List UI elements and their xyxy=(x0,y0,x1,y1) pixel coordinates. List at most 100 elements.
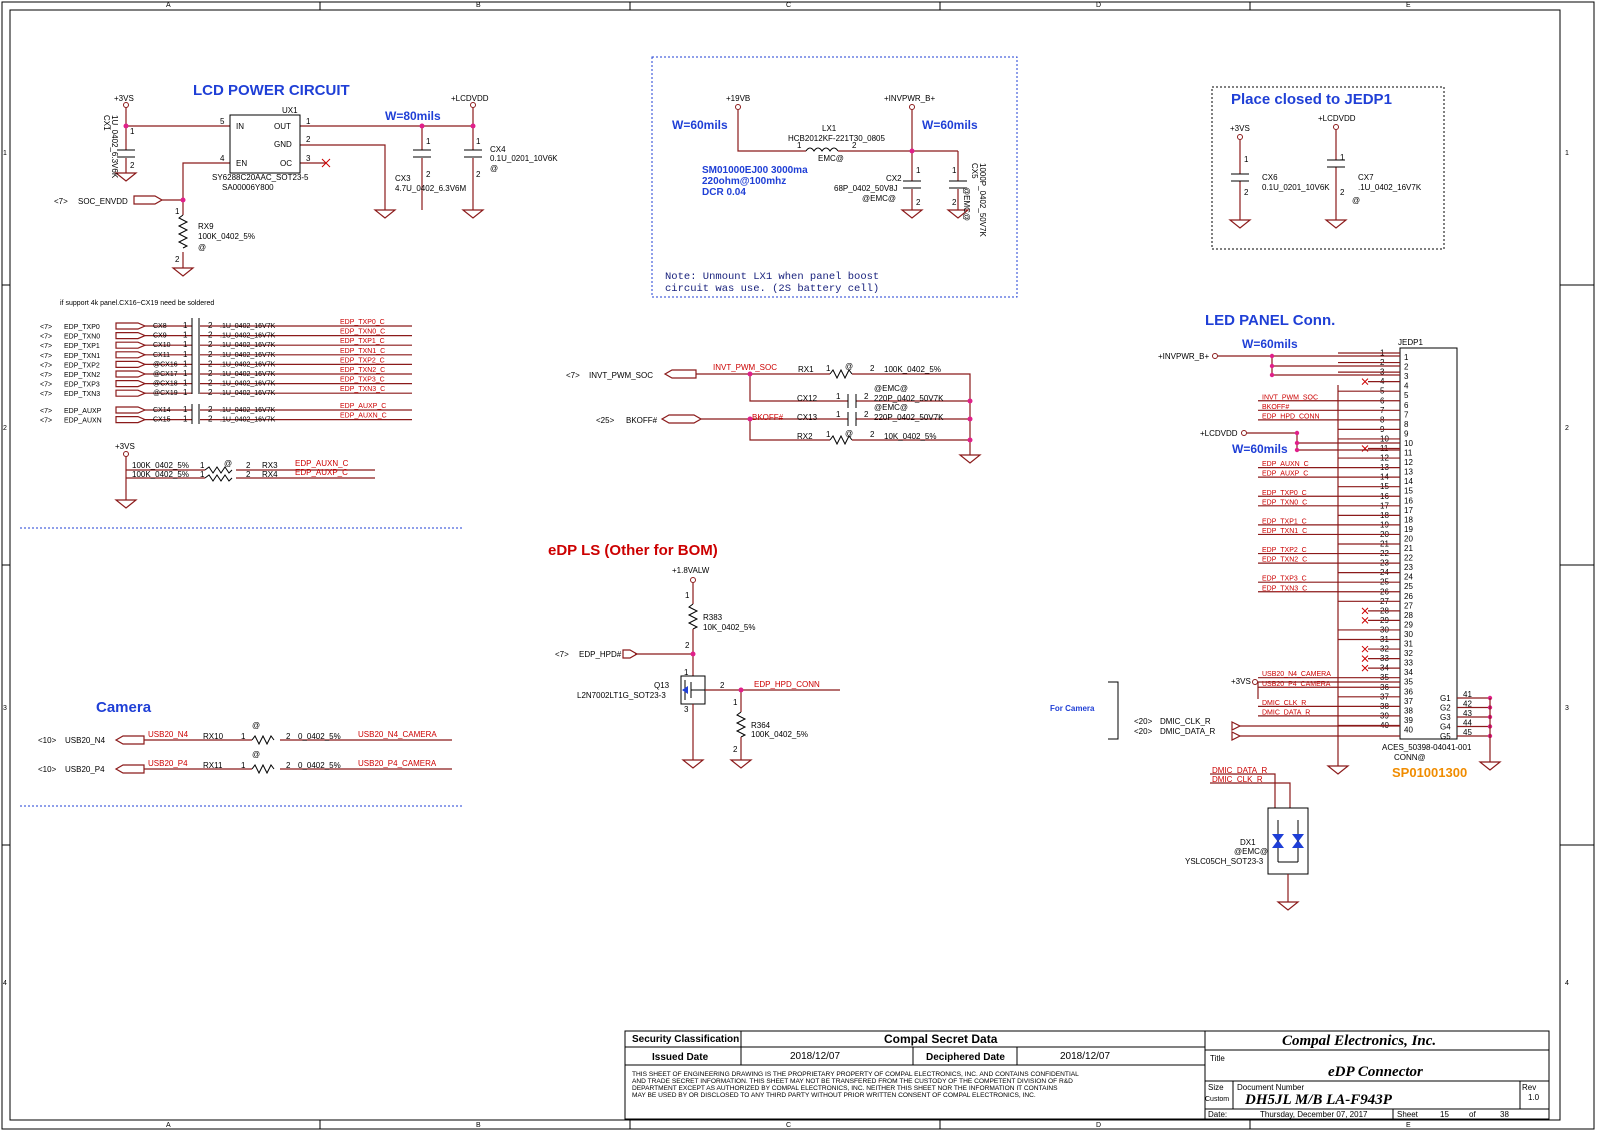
svg-text:1: 1 xyxy=(797,141,802,150)
cx2-ref: CX2 xyxy=(886,174,902,183)
svg-text:1: 1 xyxy=(183,415,188,424)
tb-title-label: Title xyxy=(1210,1054,1225,1063)
tb-issued-label: Issued Date xyxy=(652,1052,709,1063)
rx3-value: 100K_0402_5% xyxy=(132,461,189,470)
camera-row-red-net: USB20_P4 xyxy=(148,759,188,768)
cx12-ref: CX12 xyxy=(797,394,818,403)
svg-text:1: 1 xyxy=(836,410,841,419)
svg-text:1: 1 xyxy=(733,698,738,707)
svg-text:2: 2 xyxy=(246,461,251,470)
svg-text:22: 22 xyxy=(1404,554,1413,563)
lx1-spec-3: DCR 0.04 xyxy=(702,187,746,198)
camera-row-resistor: RX10 xyxy=(203,732,224,741)
pwm-net: INVT_PWM_SOC xyxy=(589,371,653,380)
lcd-power-circuit: LCD POWER CIRCUIT +3VS +LCDVDD W=80mils xyxy=(54,82,558,277)
cx2-opt: @EMC@ xyxy=(862,194,896,203)
svg-text:37: 37 xyxy=(1404,697,1413,706)
edp-cap-row-ref: <7> xyxy=(40,362,52,369)
svg-text:1: 1 xyxy=(200,461,205,470)
invpwr-label: +INVPWR_B+ xyxy=(884,94,935,103)
svg-text:6: 6 xyxy=(1404,401,1409,410)
rx3-opt: @ xyxy=(224,459,232,468)
svg-text:10: 10 xyxy=(1404,439,1413,448)
inductor-w-right: W=60mils xyxy=(922,118,978,132)
tb-size-label: Size xyxy=(1208,1083,1224,1092)
tb-rev-label: Rev xyxy=(1522,1083,1536,1092)
edp-cap-value: .1U_0402_16V7K xyxy=(220,417,276,424)
edp-cap-row-ref: <7> xyxy=(40,334,52,341)
svg-text:2: 2 xyxy=(1404,363,1409,372)
hpd-ref: <7> xyxy=(555,650,569,659)
svg-text:3: 3 xyxy=(1404,372,1409,381)
svg-text:1: 1 xyxy=(183,405,188,414)
row-label-2: 2 xyxy=(3,425,7,432)
camera-row-net: USB20_P4 xyxy=(65,765,105,774)
svg-text:27: 27 xyxy=(1404,601,1413,610)
ux1-part: SY6288C20AAC_SOT23-5 xyxy=(212,173,309,182)
r364-value: 100K_0402_5% xyxy=(751,730,808,739)
row-label-2-right: 2 xyxy=(1565,425,1569,432)
camera-row-out-net: USB20_N4_CAMERA xyxy=(358,730,437,739)
edp-cap-row-net: EDP_TXP2 xyxy=(64,362,100,369)
edp-cap-value: .1U_0402_16V7K xyxy=(220,381,276,388)
lx1-value: HCB2012KF-221T30_0805 xyxy=(788,134,886,143)
ux1-ic-box xyxy=(229,114,301,174)
tb-rev: 1.0 xyxy=(1528,1093,1540,1102)
svg-text:1: 1 xyxy=(183,350,188,359)
r364-ref: R364 xyxy=(751,721,771,730)
svg-text:24: 24 xyxy=(1404,573,1413,582)
rx9-ref: RX9 xyxy=(198,222,214,231)
cx13-emc: @EMC@ xyxy=(874,403,908,412)
svg-text:1: 1 xyxy=(916,166,921,175)
row-label-4-right: 4 xyxy=(1565,980,1569,987)
svg-text:34: 34 xyxy=(1404,668,1413,677)
svg-text:11: 11 xyxy=(1404,449,1413,458)
svg-text:39: 39 xyxy=(1404,716,1413,725)
lx1-spec-2: 220ohm@100mhz xyxy=(702,176,786,187)
conn-ground-pin: G3 xyxy=(1440,713,1451,722)
svg-text:2: 2 xyxy=(476,170,481,179)
edp-cap-ref: @CX17 xyxy=(153,371,178,378)
panel-boost-inductor-box: +19VB +INVPWR_B+ W=60mils W=60mils LX1 H… xyxy=(651,56,1018,298)
svg-text:21: 21 xyxy=(1404,544,1413,553)
tb-legal-3: DEPARTMENT EXCEPT AS AUTHORIZED BY COMPA… xyxy=(632,1085,1058,1092)
ux1-pin-gnd: GND xyxy=(274,140,292,149)
svg-text:1: 1 xyxy=(826,430,831,439)
svg-text:2: 2 xyxy=(208,388,213,397)
conn-ground-pin: G5 xyxy=(1440,732,1451,741)
rx3-ref: RX3 xyxy=(262,461,278,470)
svg-text:1: 1 xyxy=(130,127,135,136)
svg-text:30: 30 xyxy=(1404,630,1413,639)
svg-text:2: 2 xyxy=(208,350,213,359)
svg-text:1: 1 xyxy=(183,321,188,330)
conn-label: CONN@ xyxy=(1394,753,1426,762)
svg-text:5: 5 xyxy=(220,117,225,126)
cx2-value: 68P_0402_50V8J xyxy=(834,184,898,193)
tb-legal-4: MAY BE USED BY OR DISCLOSED TO ANY THIRD… xyxy=(632,1092,1036,1099)
svg-text:2: 2 xyxy=(864,392,869,401)
edp-cap-value: .1U_0402_16V7K xyxy=(220,361,276,368)
svg-text:36: 36 xyxy=(1404,687,1413,696)
svg-text:1: 1 xyxy=(241,761,246,770)
camera-row-value: 0_0402_5% xyxy=(298,732,341,741)
dx1-opt: @EMC@ xyxy=(1234,847,1268,856)
row-label-1: 1 xyxy=(3,150,7,157)
tb-sheet-label: Sheet xyxy=(1397,1110,1419,1119)
conn-pin-net: EDP_TXN3_C xyxy=(1262,585,1307,592)
svg-text:1: 1 xyxy=(426,137,431,146)
cx12-value: 220P_0402_50V7K xyxy=(874,394,944,403)
svg-text:1: 1 xyxy=(684,668,689,677)
conn-ground-pin-num: 42 xyxy=(1463,700,1472,709)
edp-cap-ref: @CX18 xyxy=(153,381,178,388)
conn-pin-net: INVT_PWM_SOC xyxy=(1262,394,1318,401)
edp-cap-row-net: EDP_TXN0 xyxy=(64,334,100,341)
jedp-caps-3vs: +3VS xyxy=(1230,124,1250,133)
rx1-opt: @ xyxy=(845,362,853,371)
edp-cap-ref: CX14 xyxy=(153,407,171,414)
svg-text:2: 2 xyxy=(208,369,213,378)
row-label-4: 4 xyxy=(3,980,7,987)
svg-text:1: 1 xyxy=(1404,353,1409,362)
row-label-1-right: 1 xyxy=(1565,150,1569,157)
svg-text:1: 1 xyxy=(183,379,188,388)
svg-text:2: 2 xyxy=(208,379,213,388)
